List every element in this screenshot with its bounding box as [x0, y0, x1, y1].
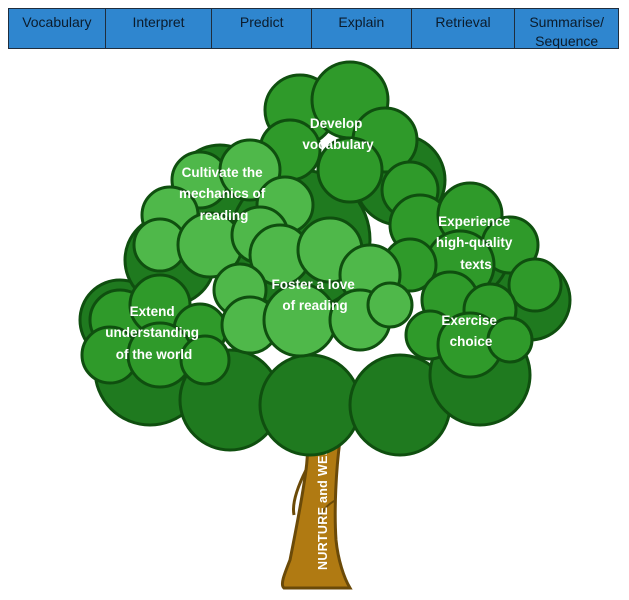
label-exercise-choice: Exercise choice [441, 313, 500, 349]
label-experience-texts: Experience high-quality texts [436, 214, 516, 272]
label-foster-love: Foster a love of reading [271, 277, 358, 313]
label-extend-understanding: Extend understanding of the world [105, 304, 203, 362]
leaf-foster-love [212, 216, 414, 358]
leaf-cultivate-mechanics [132, 138, 315, 279]
tab-interpret[interactable]: Interpret [105, 9, 213, 48]
tab-summarise-sequence[interactable]: Summarise/ Sequence [515, 9, 618, 49]
leaf-develop-vocabulary [258, 60, 440, 220]
tab-vocabulary[interactable]: Vocabulary [9, 9, 106, 48]
label-develop-vocabulary: Develop vocabulary [302, 116, 374, 152]
label-cultivate-mechanics: Cultivate the mechanics of reading [179, 165, 269, 223]
leaf-exercise-choice [404, 270, 534, 379]
skill-tab-bar: Vocabulary Interpret Predict Explain Ret… [8, 8, 619, 49]
tab-predict[interactable]: Predict [212, 9, 313, 48]
tab-retrieval[interactable]: Retrieval [411, 9, 516, 48]
tab-explain[interactable]: Explain [312, 9, 412, 48]
leaf-extend-understanding [80, 273, 231, 389]
